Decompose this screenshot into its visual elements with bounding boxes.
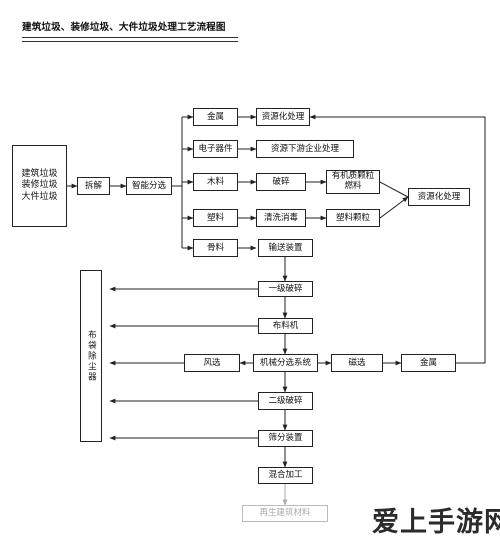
- node-organic-fuel: 有机质颗粒 燃料: [326, 170, 380, 194]
- title-underline: [22, 37, 238, 42]
- node-metal-top: 金属: [193, 108, 238, 126]
- edge-fuel-converge: [379, 181, 409, 198]
- node-dismantle: 拆解: [77, 177, 110, 195]
- watermark-logo: 爱上手游网: [372, 507, 500, 538]
- node-recycled-material: 再生建筑材料: [242, 505, 328, 522]
- edge-pellet-converge: [379, 196, 409, 219]
- node-wash: 清洗消毒: [256, 209, 306, 227]
- node-screen: 筛分装置: [258, 430, 313, 447]
- node-plastic: 塑料: [193, 209, 238, 227]
- node-electronics: 电子器件: [193, 140, 238, 158]
- node-distributor: 布料机: [258, 318, 313, 334]
- node-resource-mid: 资源化处理: [408, 188, 470, 206]
- node-wood: 木料: [193, 173, 238, 191]
- diagram-title: 建筑垃圾、装修垃圾、大件垃圾处理工艺流程图: [22, 22, 226, 33]
- node-magnetic: 磁选: [331, 354, 383, 372]
- node-air-sort: 风选: [184, 354, 240, 372]
- node-crush1: 一级破碎: [258, 281, 313, 297]
- node-conveyor: 输送装置: [258, 239, 313, 257]
- edge-metal-loop: [309, 114, 486, 364]
- node-aggregate: 骨料: [193, 239, 238, 257]
- node-smart-sort: 智能分选: [126, 177, 172, 195]
- node-crush2: 二级破碎: [258, 392, 313, 410]
- node-mixing: 混合加工: [258, 467, 313, 484]
- node-resource-top: 资源化处理: [256, 108, 310, 126]
- node-crush-wood: 破碎: [256, 173, 306, 191]
- node-metal-bottom: 金属: [401, 354, 456, 372]
- node-source-waste: 建筑垃圾 装修垃圾 大件垃圾: [12, 145, 67, 227]
- node-plastic-pellet: 塑料颗粒: [326, 209, 380, 227]
- node-bag-filter: 布袋除尘器: [80, 270, 102, 442]
- node-downstream: 资源下游企业处理: [256, 140, 354, 158]
- node-mech-sort: 机械分选系统: [253, 354, 318, 372]
